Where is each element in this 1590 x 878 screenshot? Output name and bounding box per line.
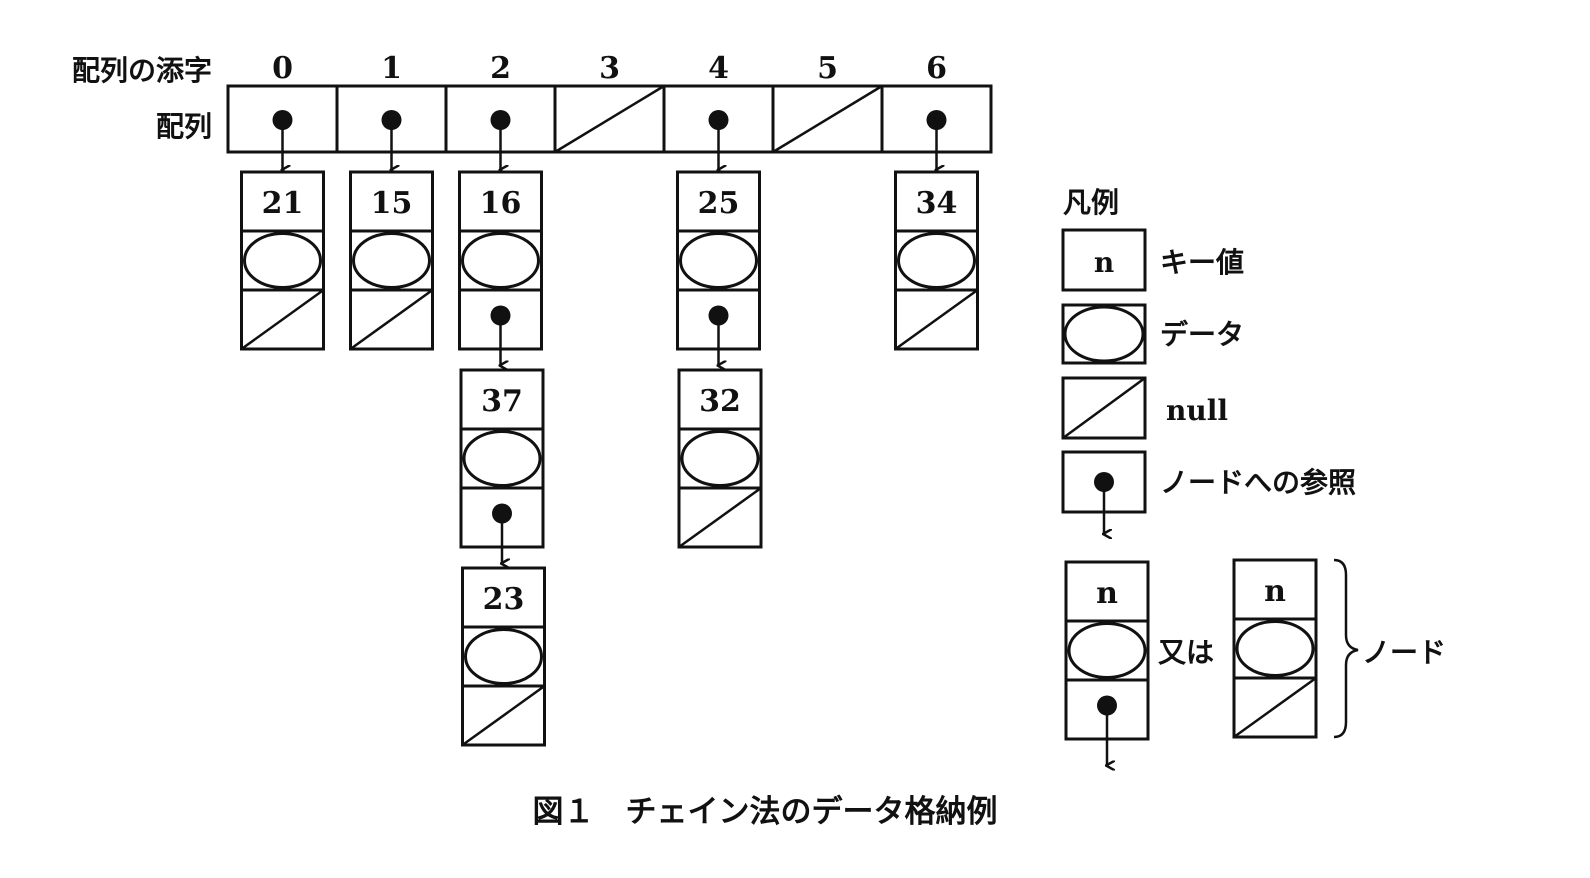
data-ellipse xyxy=(680,430,760,487)
null-slash xyxy=(772,84,883,154)
data-ellipse xyxy=(1067,622,1147,679)
array-index-6: 6 xyxy=(926,51,947,86)
legend-data-ellipse xyxy=(1063,305,1145,363)
chain-node: 23 xyxy=(461,566,546,747)
legend-key-label: キー値 xyxy=(1160,246,1244,279)
legend-key-box xyxy=(1061,228,1147,292)
node-key: 16 xyxy=(480,186,522,221)
node-key: 21 xyxy=(262,186,304,221)
chain-node: n xyxy=(1232,558,1318,739)
data-ellipse xyxy=(243,232,322,289)
data-ellipse xyxy=(462,430,542,487)
null-slash xyxy=(1062,376,1146,440)
null-slash xyxy=(461,684,546,747)
array-row-label: 配列 xyxy=(156,110,212,143)
legend-key-sample: n xyxy=(1094,246,1114,279)
chain-node: 25 xyxy=(676,170,761,366)
chain-node: n xyxy=(1064,560,1150,766)
chain-node: 21 xyxy=(240,170,325,351)
data-ellipse xyxy=(464,628,543,685)
node-key: 37 xyxy=(481,384,523,419)
null-slash xyxy=(240,288,325,351)
node-key: 15 xyxy=(371,186,413,221)
data-ellipse xyxy=(461,232,540,289)
node-key: n xyxy=(1096,576,1118,611)
legend-or-label: 又は xyxy=(1158,636,1214,669)
array-index-2: 2 xyxy=(490,51,511,86)
chain-node: 16 xyxy=(458,170,543,366)
chain-node: 15 xyxy=(349,170,434,351)
legend-node-with-ref: n xyxy=(1064,560,1150,766)
legend: 凡例 キー値 データ null ノードへの参照 又は ノード n n n xyxy=(1061,186,1446,766)
figure-caption: 図１ チェイン法のデータ格納例 xyxy=(533,794,998,830)
null-slash xyxy=(678,486,762,549)
key-cell xyxy=(677,368,763,431)
legend-data-label: データ xyxy=(1160,318,1244,351)
hash-array: 0 1 2 3 4 5 6 xyxy=(226,51,993,170)
key-cell xyxy=(240,170,325,233)
data-ellipse xyxy=(352,232,431,289)
index-row-label: 配列の添字 xyxy=(72,54,212,87)
node-key: n xyxy=(1264,574,1286,609)
legend-title: 凡例 xyxy=(1063,186,1119,219)
data-ellipse xyxy=(897,232,976,289)
legend-brace xyxy=(1333,558,1359,739)
chain-node: 34 xyxy=(894,170,979,351)
chain-nodes: 21 15 16 37 23 25 32 34 xyxy=(240,170,979,747)
legend-node-with-null: n xyxy=(1232,558,1318,739)
key-cell xyxy=(894,170,979,233)
array-index-0: 0 xyxy=(272,51,293,86)
node-key: 32 xyxy=(699,384,741,419)
chain-node: 37 xyxy=(459,368,545,564)
node-key: 34 xyxy=(916,186,958,221)
null-slash xyxy=(554,84,665,154)
key-cell xyxy=(1064,560,1150,623)
legend-null-label: null xyxy=(1166,394,1228,427)
data-ellipse xyxy=(1235,620,1315,677)
null-slash xyxy=(349,288,434,351)
array-index-1: 1 xyxy=(381,51,402,86)
node-key: 23 xyxy=(483,582,525,617)
node-key: 25 xyxy=(698,186,740,221)
array-index-5: 5 xyxy=(817,51,838,86)
legend-ref-label: ノードへの参照 xyxy=(1160,466,1356,499)
array-index-3: 3 xyxy=(599,51,620,86)
chain-node: 32 xyxy=(677,368,763,549)
data-ellipse xyxy=(679,232,758,289)
null-slash xyxy=(894,288,979,351)
null-slash xyxy=(1233,676,1317,739)
legend-node-label: ノード xyxy=(1362,636,1446,669)
key-cell xyxy=(461,566,546,629)
array-index-4: 4 xyxy=(708,51,729,86)
